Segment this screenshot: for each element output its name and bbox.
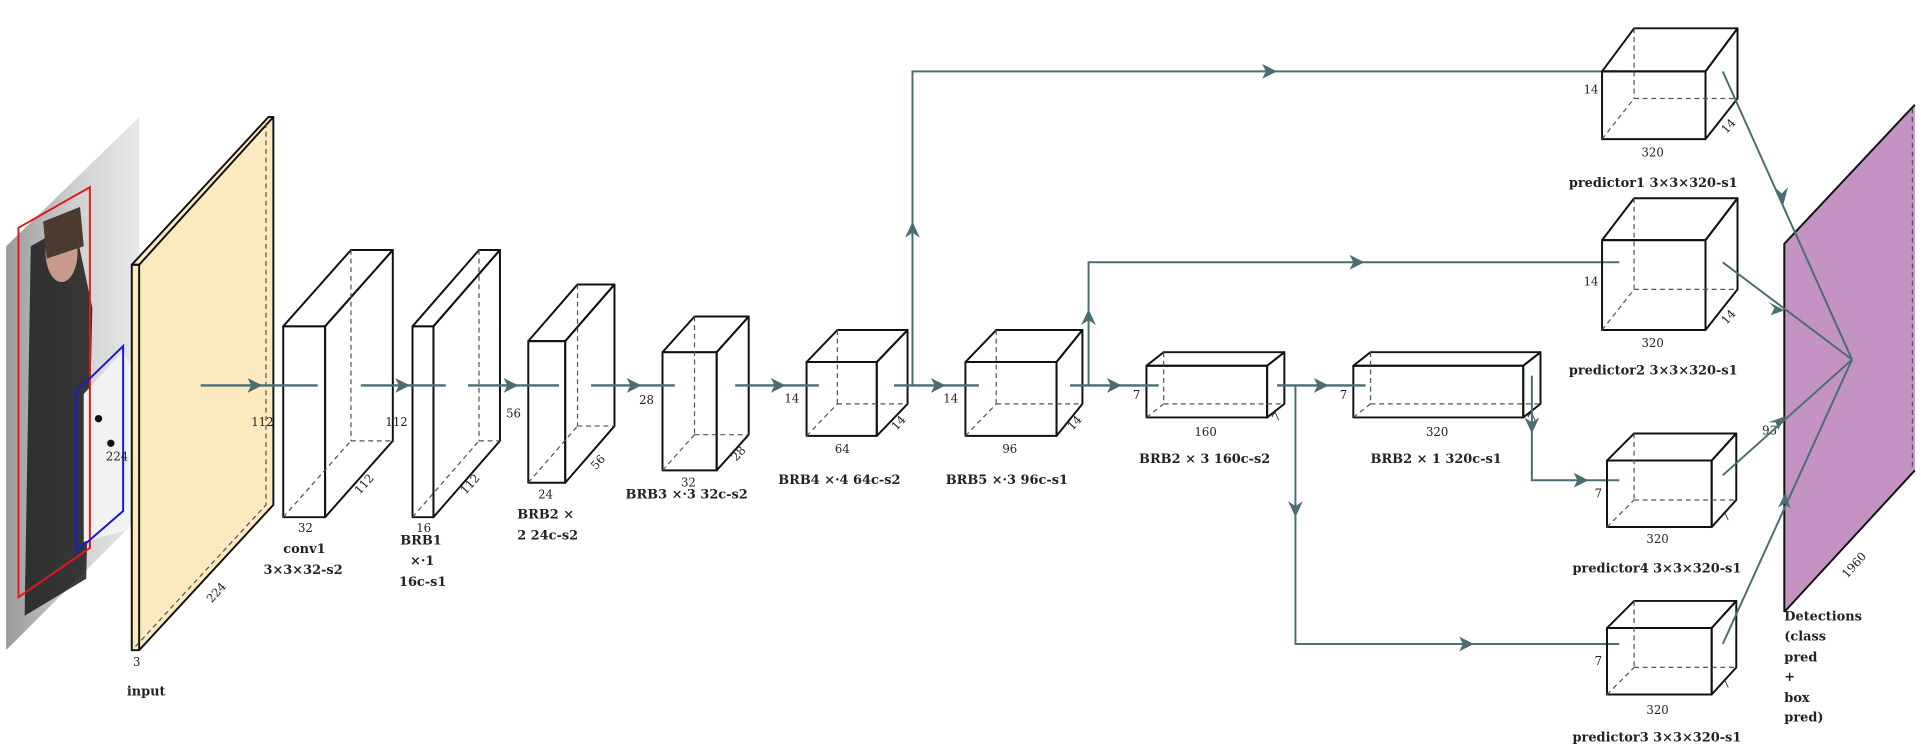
input-title: input	[127, 685, 166, 700]
predictor1-channels-label: 320	[1641, 145, 1663, 159]
brb4-title: BRB4 ×·4 64c-s2	[778, 473, 900, 488]
predictor2-block	[1601, 197, 1739, 332]
brb4-block	[805, 329, 909, 437]
input-image	[6, 116, 140, 651]
svg-text:pred): pred)	[1784, 711, 1823, 726]
svg-text:pred: pred	[1784, 650, 1817, 665]
input-layer	[130, 115, 275, 652]
brb2a-block	[527, 283, 616, 484]
input-channels-label: 3	[133, 655, 140, 669]
conv1-height-label: 112	[251, 415, 273, 429]
brb3-channels-label: 32	[681, 475, 696, 489]
brb1-height-label: 112	[385, 415, 407, 429]
conv1-depth-label: 112	[351, 471, 376, 497]
brb2c-title: BRB2 × 1 320c-s1	[1371, 452, 1502, 467]
brb2b-block	[1145, 351, 1286, 419]
svg-text:box: box	[1784, 691, 1810, 706]
predictor4-height-label: 7	[1595, 486, 1602, 500]
predictor2-title: predictor2 3×3×320-s1	[1569, 363, 1738, 378]
predictor1-block	[1601, 27, 1739, 141]
brb2c-channels-label: 320	[1426, 425, 1448, 439]
brb2a-channels-label: 24	[538, 488, 553, 502]
conv1-title: conv1	[283, 542, 325, 557]
main-flow-arrows	[200, 378, 1366, 393]
predictor3-block	[1606, 599, 1738, 696]
input-size-label: 224	[106, 450, 128, 464]
brb5-block	[964, 329, 1084, 437]
predictor3-title: predictor3 3×3×320-s1	[1573, 730, 1742, 745]
brb5-depth-label: 14	[1064, 413, 1084, 433]
brb5-title: BRB5 ×·3 96c-s1	[946, 473, 1068, 488]
brb1-channels-label: 16	[416, 521, 431, 535]
dog-bbox	[75, 343, 125, 554]
brb2b-title: BRB2 × 3 160c-s2	[1139, 452, 1270, 467]
brb2b-channels-label: 160	[1194, 425, 1216, 439]
brb5-channels-label: 96	[1002, 442, 1017, 456]
predictor4-title: predictor4 3×3×320-s1	[1573, 562, 1742, 577]
svg-text:(class: (class	[1784, 629, 1826, 644]
brb1-title: BRB1	[400, 533, 442, 548]
predictor2-channels-label: 320	[1641, 336, 1663, 350]
brb1-spec: ×·1	[410, 554, 434, 569]
svg-text:+: +	[1784, 670, 1795, 685]
predictor1-height-label: 14	[1584, 83, 1599, 97]
brb2c-height-label: 7	[1340, 388, 1347, 402]
predictor2-height-label: 14	[1584, 275, 1599, 289]
brb2a-height-label: 56	[506, 406, 521, 420]
brb2b-depth-label: 7	[1269, 409, 1284, 424]
brb2a-depth-label: 56	[588, 452, 608, 472]
detections-depth-label: 1960	[1839, 549, 1869, 580]
brb4-depth-label: 14	[888, 413, 908, 433]
brb2c-block	[1352, 351, 1542, 419]
conv1-spec: 3×3×32-s2	[264, 563, 343, 578]
predictor4-channels-label: 320	[1646, 532, 1668, 546]
detections-title: Detections (class pred + box pred)	[1784, 610, 1862, 726]
brb1-depth-label: 112	[457, 471, 482, 497]
brb2a-title: BRB2 ×	[517, 507, 574, 522]
brb3-depth-label: 28	[728, 443, 748, 463]
conv1-channels-label: 32	[298, 521, 313, 535]
brb1-block	[411, 248, 501, 519]
brb2b-height-label: 7	[1133, 388, 1140, 402]
brb1-spec2: 16c-s1	[399, 575, 446, 590]
predictor3-height-label: 7	[1595, 654, 1602, 668]
input-width-label: 224	[204, 579, 229, 605]
brb3-height-label: 28	[639, 393, 654, 407]
conv1-block	[282, 248, 394, 519]
branch-arrows	[905, 64, 1620, 652]
brb2a-spec: 2 24c-s2	[517, 528, 578, 543]
brb4-height-label: 14	[784, 392, 799, 406]
detections-height-label: 93	[1762, 424, 1777, 438]
brb3-title: BRB3 ×·3 32c-s2	[626, 488, 748, 503]
predictor1-title: predictor1 3×3×320-s1	[1569, 176, 1738, 191]
svg-text:Detections: Detections	[1784, 610, 1862, 625]
person-bbox	[17, 185, 91, 600]
predictor-output-arrows	[1721, 71, 1853, 645]
predictor4-block	[1606, 432, 1738, 529]
brb5-height-label: 14	[943, 392, 958, 406]
predictor3-channels-label: 320	[1646, 703, 1668, 717]
brb4-channels-label: 64	[835, 442, 850, 456]
brb3-block	[661, 315, 750, 472]
